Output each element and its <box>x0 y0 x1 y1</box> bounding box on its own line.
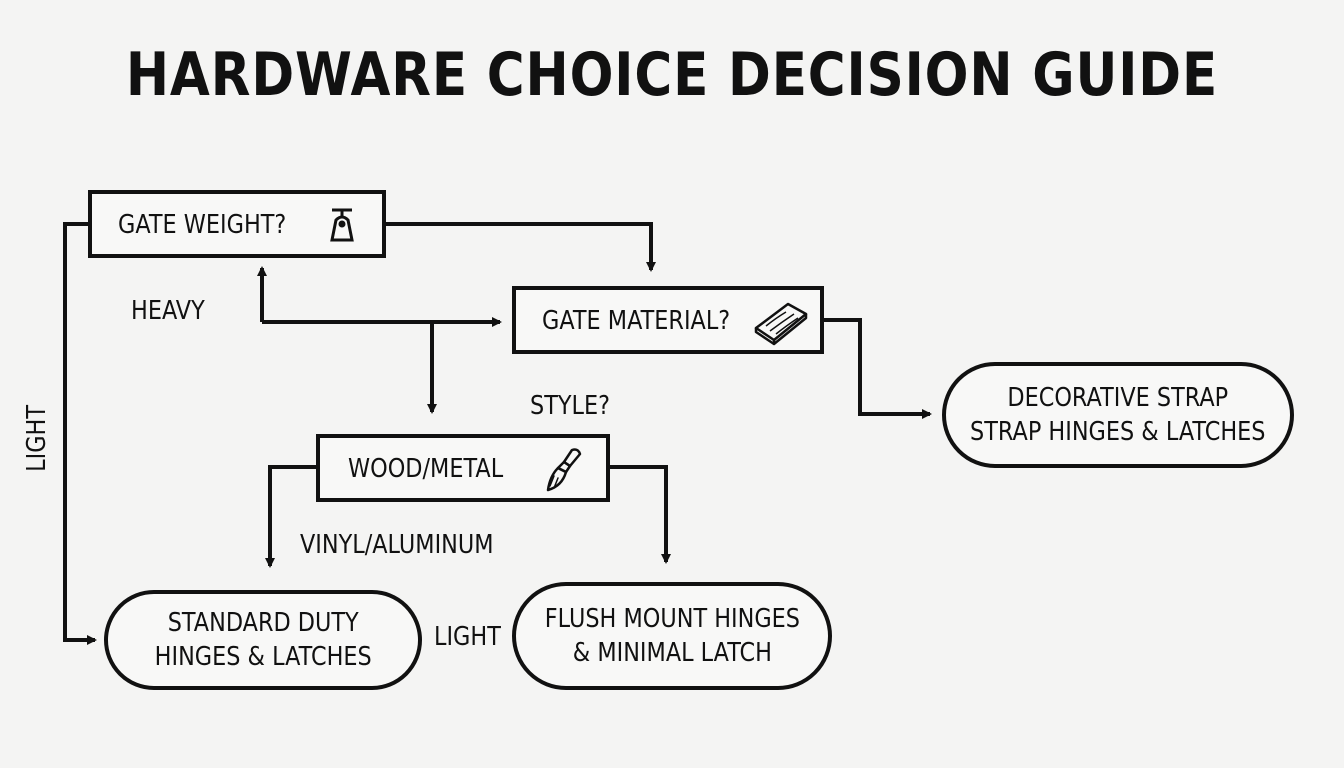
node-gate-weight: GATE WEIGHT? <box>88 190 386 258</box>
edge-label-vinyl-aluminum: VINYL/ALUMINUM <box>300 530 494 560</box>
node-flush-line1: FLUSH MOUNT HINGES <box>544 604 800 634</box>
node-gate-material-label: GATE MATERIAL? <box>542 306 731 336</box>
page-title: HARDWARE CHOICE DECISION GUIDE <box>125 40 1219 110</box>
node-gate-weight-label: GATE WEIGHT? <box>118 210 287 240</box>
edge-label-style: STYLE? <box>530 391 610 421</box>
node-decorative-line2: STRAP HINGES & LATCHES <box>970 417 1266 447</box>
edge-label-light-left: LIGHT <box>22 404 52 472</box>
edge-label-light-bottom: LIGHT <box>434 622 501 652</box>
edge-label-heavy: HEAVY <box>131 296 205 326</box>
edge-wood-to-standard <box>265 465 318 568</box>
edge-light-left <box>63 222 97 645</box>
edge-weight-to-material <box>385 222 656 272</box>
edge-wood-to-flush <box>610 465 671 564</box>
node-decorative-line1: DECORATIVE STRAP <box>1007 383 1229 413</box>
node-gate-material: GATE MATERIAL? <box>512 286 824 354</box>
paintbrush-icon <box>546 448 582 492</box>
wood-plank-icon <box>754 302 808 346</box>
node-standard-line2: HINGES & LATCHES <box>154 642 372 672</box>
node-standard-line1: STANDARD DUTY <box>167 608 359 638</box>
node-decorative-strap: DECORATIVE STRAP STRAP HINGES & LATCHES <box>942 362 1294 468</box>
edge-material-to-decorative <box>823 318 932 419</box>
node-flush-mount: FLUSH MOUNT HINGES & MINIMAL LATCH <box>512 582 832 690</box>
node-flush-line2: & MINIMAL LATCH <box>572 638 772 668</box>
node-wood-metal-label: WOOD/METAL <box>348 454 504 484</box>
node-standard-duty: STANDARD DUTY HINGES & LATCHES <box>104 590 422 690</box>
node-wood-metal: WOOD/METAL <box>316 434 610 502</box>
weight-scale-icon <box>330 208 354 242</box>
